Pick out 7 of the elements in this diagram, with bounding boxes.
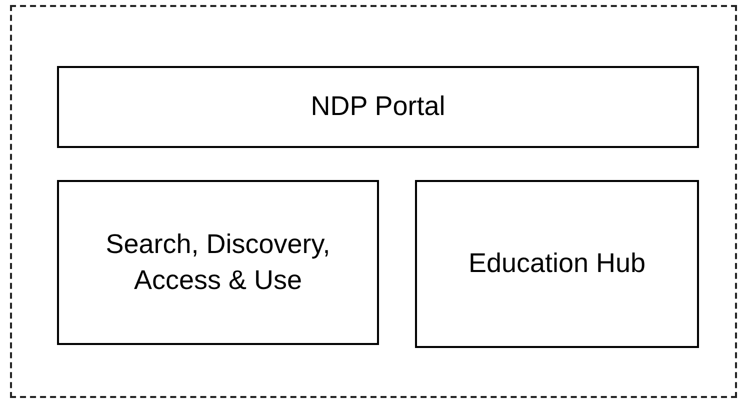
component-box [57,180,379,345]
box-label: NDP Portal [310,90,446,124]
box-label: Education Hub [467,247,647,280]
box-label: Search, Discovery, Access & Use [104,228,332,296]
component-box [57,66,699,148]
dashed-boundary-box [10,5,737,398]
component-box [415,180,699,348]
